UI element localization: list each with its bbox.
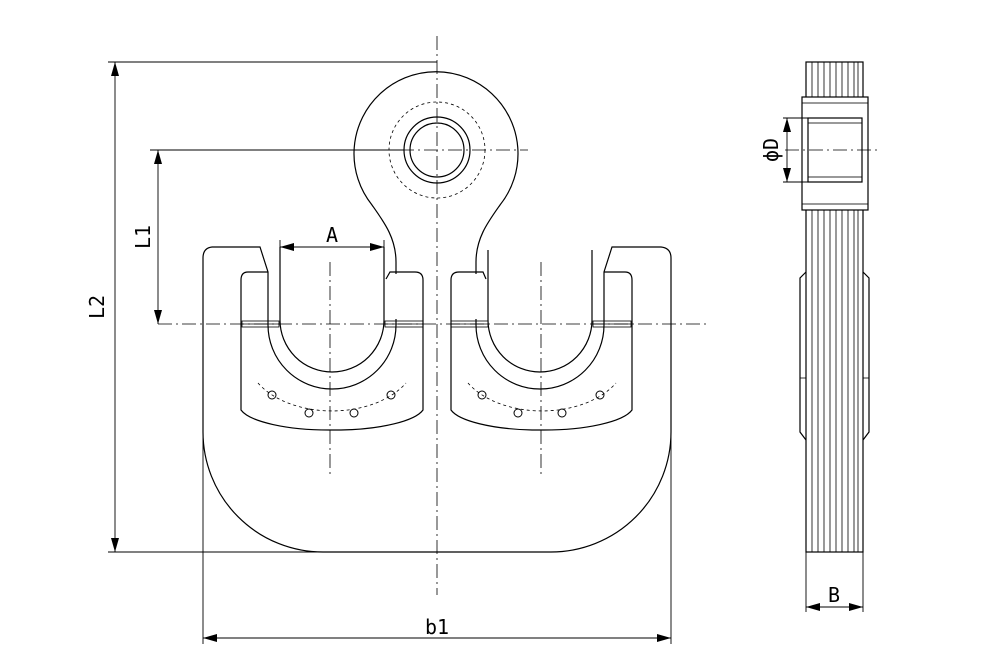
bolt-hole	[304, 408, 314, 418]
dim-b1-label: b1	[425, 615, 449, 639]
dim-l1-label: L1	[131, 225, 155, 249]
left-u-slot-outer	[267, 319, 397, 390]
dim-phi-d-label: ϕD	[759, 138, 783, 162]
right-u-slot-outer	[475, 319, 605, 390]
bolt-hole	[349, 408, 359, 418]
side-view: ϕD B	[759, 61, 880, 612]
bolt-holes	[267, 390, 605, 418]
side-plate-stack	[805, 61, 864, 553]
right-pocket-outline	[450, 271, 633, 431]
side-lug-plate	[799, 271, 870, 441]
right-bolt-arc	[467, 382, 617, 412]
bolt-hole	[386, 390, 396, 400]
right-u-slot	[487, 250, 593, 373]
dimensions: L2 L1 A b1	[85, 61, 672, 644]
eye-lug-outline	[353, 71, 519, 274]
dim-b-label: B	[828, 583, 840, 607]
dim-a-label: A	[326, 223, 338, 247]
bolt-hole	[595, 390, 605, 400]
bolt-hole	[557, 408, 567, 418]
bolt-hole	[513, 408, 523, 418]
dim-l2-label: L2	[85, 295, 109, 319]
left-u-slot	[279, 247, 385, 373]
front-view	[158, 36, 708, 595]
left-bolt-arc	[257, 382, 407, 412]
left-pocket-outline	[240, 271, 424, 431]
bolt-hole	[477, 390, 487, 400]
bolt-hole	[267, 390, 277, 400]
